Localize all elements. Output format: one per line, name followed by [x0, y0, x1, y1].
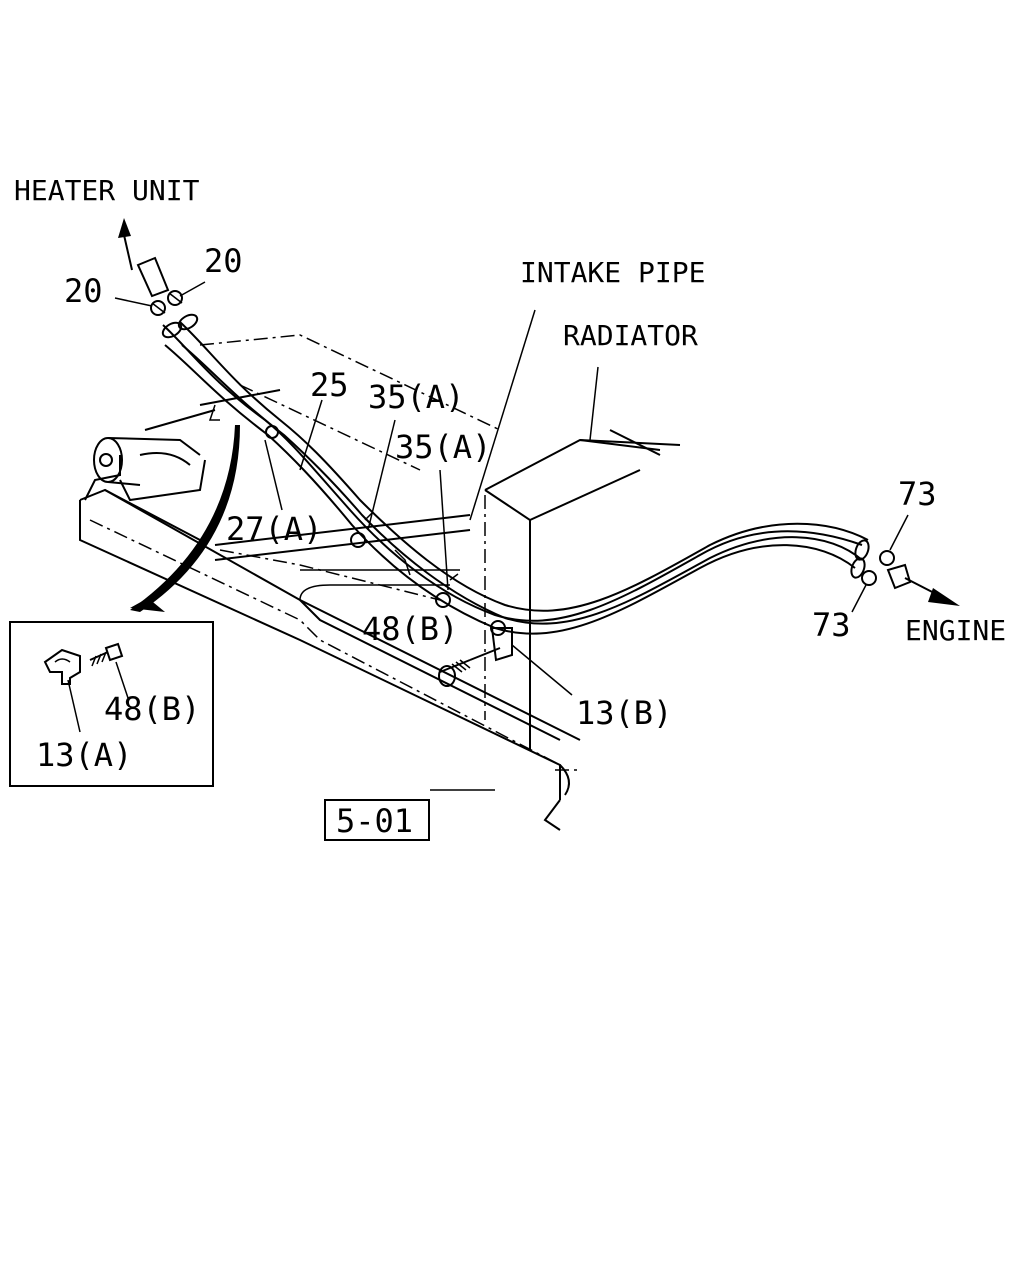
- part-25-label: 25: [310, 366, 349, 404]
- intake-pipe-label: INTAKE PIPE: [520, 256, 705, 289]
- radiator-block: [484, 429, 681, 750]
- inset-callout-arc: [130, 425, 240, 612]
- heater-unit-label: HEATER UNIT: [14, 174, 200, 207]
- inset-13a-label: 13(A): [36, 736, 132, 774]
- part-73-top-label: 73: [898, 475, 937, 513]
- part-13b-label: 13(B): [576, 694, 672, 732]
- leader-lines: [114, 281, 909, 791]
- hose-clamps: [150, 290, 912, 636]
- part-27a-label: 27(A): [226, 510, 322, 548]
- radiator-label: RADIATOR: [563, 319, 698, 352]
- engine-label: ENGINE: [905, 614, 1006, 647]
- heater-hoses: [161, 313, 870, 635]
- part-48b-label: 48(B): [362, 610, 458, 648]
- part-20-left-label: 20: [64, 272, 103, 310]
- part-20-right-label: 20: [204, 242, 243, 280]
- ref-box-frame: [324, 799, 430, 841]
- engine-arrow: [904, 577, 960, 606]
- part-35a-1-label: 35(A): [368, 378, 464, 416]
- heater-connector: [118, 218, 170, 298]
- ref-box-label: 5-01: [336, 802, 413, 840]
- mount-bracket: [84, 404, 220, 502]
- bolt-bracket-assembly: [438, 627, 513, 687]
- inset-48b-label: 48(B): [104, 690, 200, 728]
- part-35a-2-label: 35(A): [395, 428, 491, 466]
- detail-inset: [9, 621, 214, 787]
- part-73-bottom-label: 73: [812, 606, 851, 644]
